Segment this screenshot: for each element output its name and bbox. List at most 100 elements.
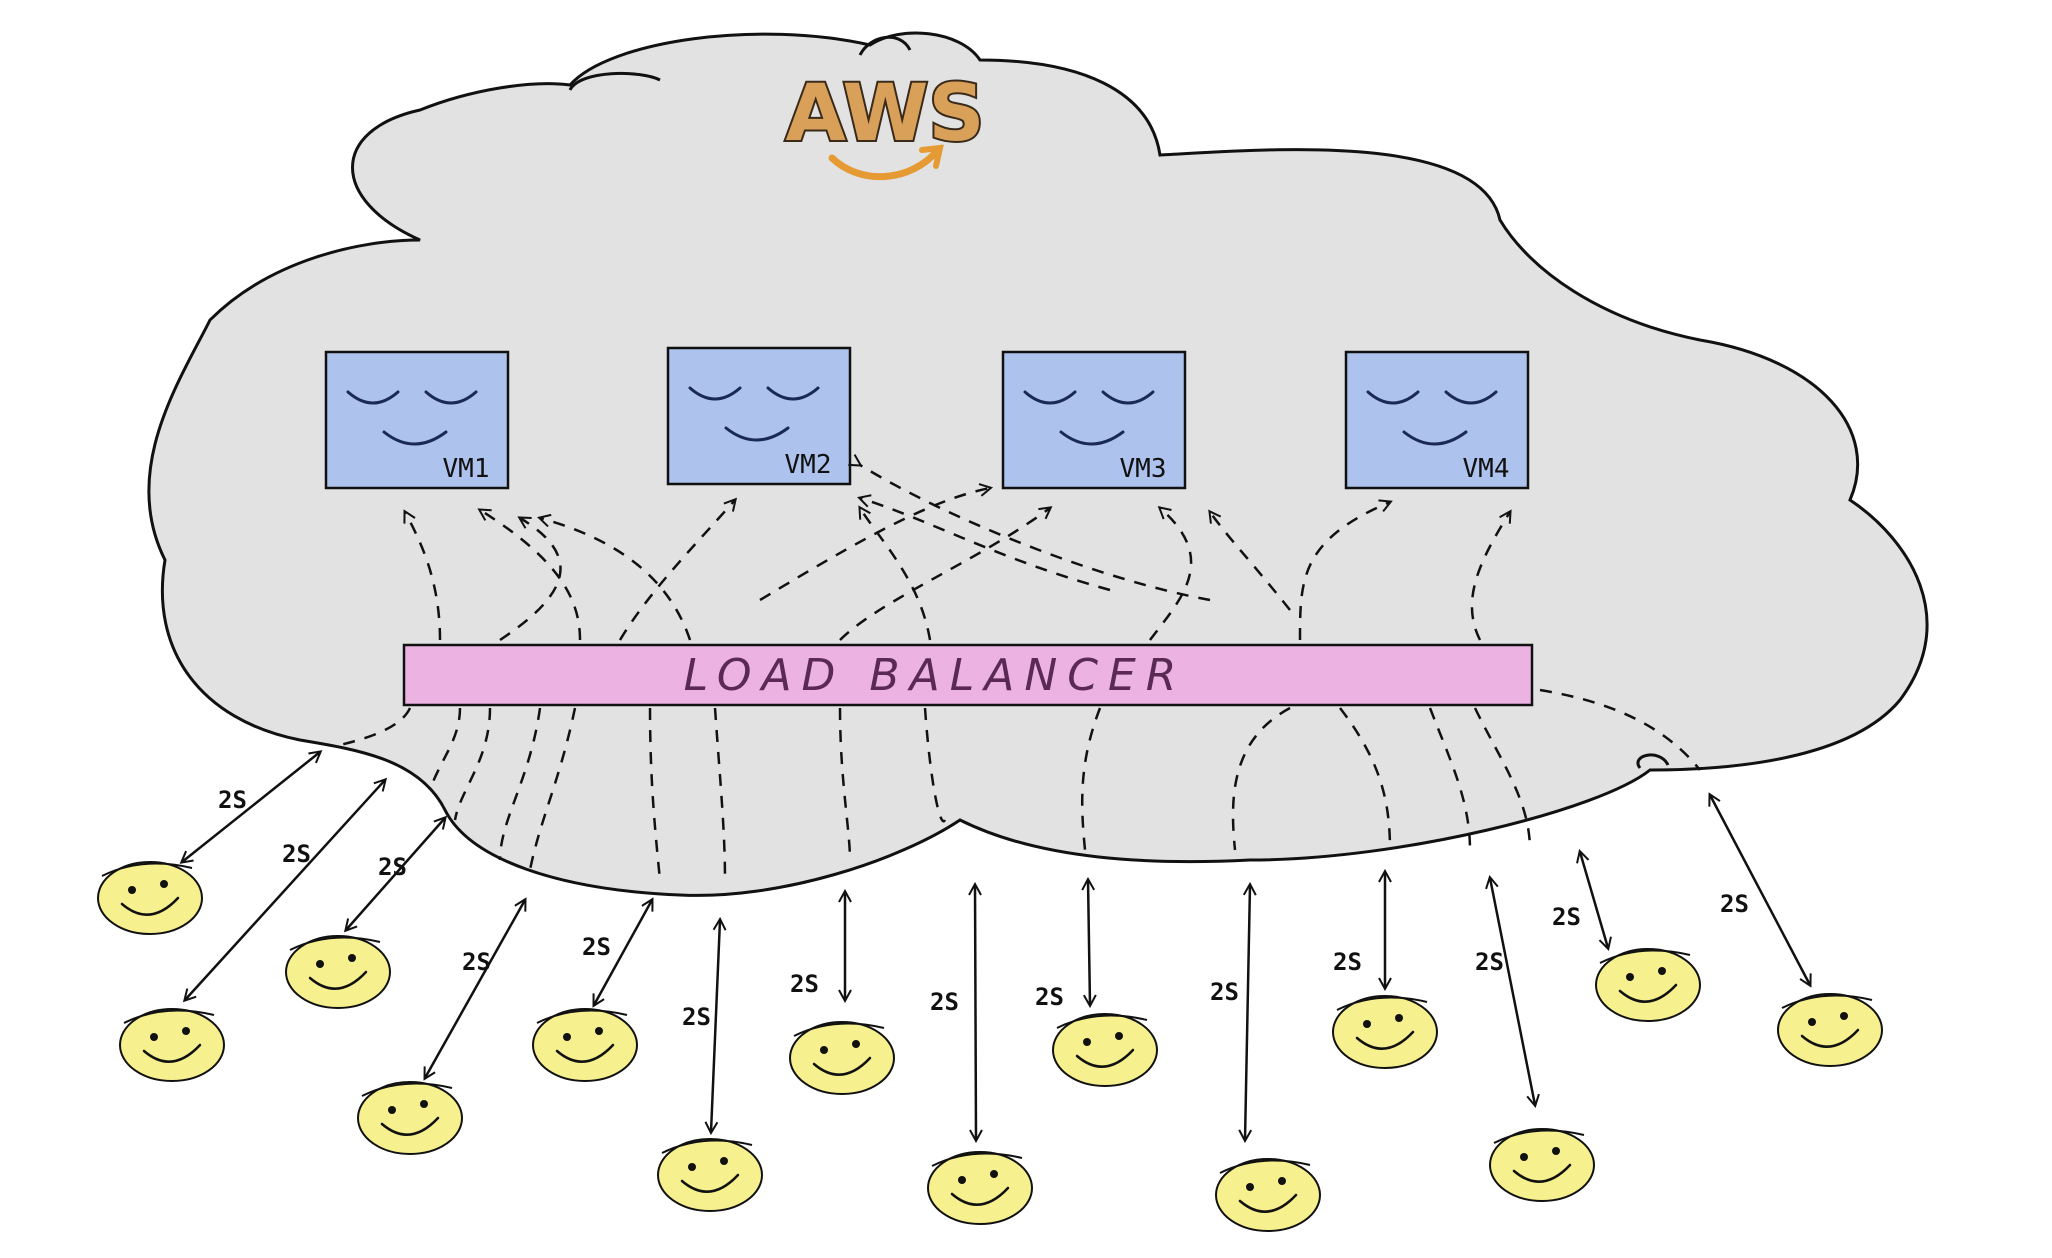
user-4	[357, 1081, 463, 1155]
lb-to-user-connections	[339, 688, 1701, 881]
user-link-label: 2S	[1210, 978, 1239, 1006]
smiley-face-icon	[1215, 1158, 1321, 1232]
lb-user-link	[453, 707, 492, 821]
user-7	[789, 1021, 895, 1095]
user-link-label: 2S	[1333, 948, 1362, 976]
aws-logo-text: AWS	[785, 69, 984, 159]
user-link-label: 2S	[582, 933, 611, 961]
smiley-face-icon	[789, 1021, 895, 1095]
user-1	[97, 861, 203, 935]
user-link-label: 2S	[218, 786, 247, 814]
lb-vm-link	[1149, 508, 1193, 641]
vm-4[interactable]: VM4	[1344, 350, 1530, 490]
vm-3[interactable]: VM3	[1001, 350, 1187, 490]
user-request-arrow	[975, 885, 976, 1140]
lb-to-vm-connections	[405, 465, 1510, 642]
smiley-face-icon	[927, 1151, 1033, 1225]
user-request-arrow	[594, 900, 652, 1005]
lb-vm-link	[860, 508, 932, 641]
lb-user-link	[1339, 707, 1392, 851]
smiley-face-icon	[97, 861, 203, 935]
lb-user-link	[528, 707, 577, 871]
user-request-arrow	[1245, 885, 1250, 1140]
user-request-arrow	[1580, 852, 1608, 948]
user-link-label: 2S	[282, 840, 311, 868]
user-2	[285, 935, 391, 1009]
vm-label: VM4	[1463, 454, 1510, 484]
sleepy-face-icon	[346, 390, 478, 446]
smiley-face-icon	[657, 1138, 763, 1212]
lb-vm-link	[839, 508, 1050, 641]
vm-2[interactable]: VM2	[666, 346, 852, 486]
lb-user-link	[1473, 707, 1532, 851]
user-link-label: 2S	[930, 988, 959, 1016]
aws-logo: AWS	[783, 67, 987, 181]
lb-user-link	[428, 707, 462, 791]
smiley-face-icon	[357, 1081, 463, 1155]
user-link-label: 2S	[1475, 948, 1504, 976]
user-5	[532, 1008, 638, 1082]
lb-vm-link	[499, 518, 562, 642]
sleepy-face-icon	[1023, 390, 1155, 446]
user-8	[927, 1151, 1033, 1225]
user-request-arrow	[1088, 880, 1090, 1005]
user-request-arrow	[1710, 795, 1810, 985]
smiley-face-icon	[532, 1008, 638, 1082]
user-link-label: 2S	[1552, 903, 1581, 931]
lb-vm-link	[405, 512, 442, 641]
lb-vm-link	[480, 510, 582, 641]
load-balancer-label: LOAD BALANCER	[684, 650, 1187, 701]
user-link-label: 2S	[1035, 983, 1064, 1011]
smiley-face-icon	[1332, 995, 1438, 1069]
user-link-label: 2S	[1720, 890, 1749, 918]
user-3	[119, 1008, 225, 1082]
user-12	[1489, 1128, 1595, 1202]
lb-user-link	[838, 707, 852, 861]
lb-vm-link	[860, 465, 1211, 602]
lb-vm-link	[1470, 512, 1510, 641]
user-link-label: 2S	[682, 1003, 711, 1031]
vm-label: VM3	[1120, 454, 1167, 484]
user-14	[1777, 993, 1883, 1067]
user-9	[1052, 1013, 1158, 1087]
user-link-label: 2S	[790, 970, 819, 998]
lb-vm-link	[1210, 512, 1291, 611]
user-request-arrow	[346, 818, 445, 930]
lb-vm-link	[540, 518, 692, 641]
vm-label: VM2	[785, 450, 832, 480]
lb-vm-link	[618, 500, 735, 641]
lb-user-link	[648, 707, 662, 881]
lb-user-link	[339, 707, 412, 747]
sleepy-face-icon	[688, 386, 820, 442]
vm-1[interactable]: VM1	[324, 350, 510, 490]
vm-box[interactable]	[666, 346, 852, 486]
vm-box[interactable]	[1001, 350, 1187, 490]
user-link-label: 2S	[462, 948, 491, 976]
smiley-face-icon	[1595, 948, 1701, 1022]
user-request-arrow	[425, 900, 525, 1078]
smiley-face-icon	[1777, 993, 1883, 1067]
user-group	[97, 861, 1883, 1232]
lb-user-link	[713, 707, 727, 881]
vm-label: VM1	[443, 454, 490, 484]
user-6	[657, 1138, 763, 1212]
load-balancer[interactable]: LOAD BALANCER	[402, 643, 1534, 707]
vm-group: VM1 VM2 VM3 VM4	[324, 346, 1530, 490]
lb-user-link	[498, 707, 542, 861]
smiley-face-icon	[1489, 1128, 1595, 1202]
lb-user-link	[1539, 688, 1701, 771]
load-balancer-box[interactable]	[402, 643, 1534, 707]
user-13	[1595, 948, 1701, 1022]
lb-user-link	[923, 707, 947, 823]
sleepy-face-icon	[1366, 390, 1498, 446]
user-11	[1332, 995, 1438, 1069]
aws-smile-arrow-icon	[828, 146, 942, 181]
vm-box[interactable]	[324, 350, 510, 490]
smiley-face-icon	[119, 1008, 225, 1082]
smiley-face-icon	[285, 935, 391, 1009]
smiley-face-icon	[1052, 1013, 1158, 1087]
vm-box[interactable]	[1344, 350, 1530, 490]
lb-user-link	[1080, 707, 1102, 851]
